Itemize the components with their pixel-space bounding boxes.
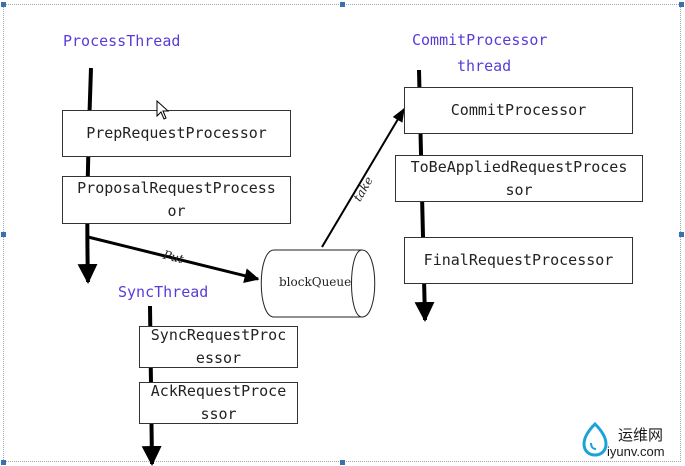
resize-handle-bottom-middle[interactable] — [340, 460, 345, 465]
proposal-request-processor-box[interactable]: ProposalRequestProcess or — [62, 176, 291, 224]
resize-handle-top-middle[interactable] — [340, 2, 345, 7]
process-thread-arrow — [77, 67, 98, 284]
sync-request-processor-box[interactable]: SyncRequestProc essor — [139, 326, 298, 368]
watermark-logo-icon — [582, 421, 608, 457]
mouse-cursor-icon — [156, 100, 170, 120]
block-queue-cylinder — [260, 249, 376, 318]
resize-handle-bottom-left[interactable] — [1, 460, 6, 465]
commit-thread-label-line1: CommitProcessor — [412, 31, 548, 49]
watermark-title: 运维网 — [618, 427, 664, 444]
block-queue-label: blockQueue — [279, 275, 352, 289]
process-thread-label: ProcessThread — [63, 32, 181, 50]
commit-thread-label-line2: thread — [457, 57, 512, 75]
take-arrow — [321, 107, 405, 248]
resize-handle-middle-right[interactable] — [679, 232, 684, 237]
final-request-processor-box[interactable]: FinalRequestProcessor — [404, 237, 633, 284]
ack-request-processor-box[interactable]: AckRequestProce ssor — [139, 382, 298, 424]
put-arrow — [87, 235, 260, 284]
prep-request-processor-box[interactable]: PrepRequestProcessor — [62, 110, 291, 157]
resize-handle-middle-left[interactable] — [1, 232, 6, 237]
sync-thread-label: SyncThread — [118, 283, 209, 301]
resize-handle-top-right[interactable] — [679, 2, 684, 7]
watermark-url: iyunv.com — [607, 444, 665, 459]
resize-handle-top-left[interactable] — [1, 2, 6, 7]
commit-processor-box[interactable]: CommitProcessor — [404, 87, 633, 134]
to-be-applied-request-processor-box[interactable]: ToBeAppliedRequestProces sor — [395, 155, 643, 202]
